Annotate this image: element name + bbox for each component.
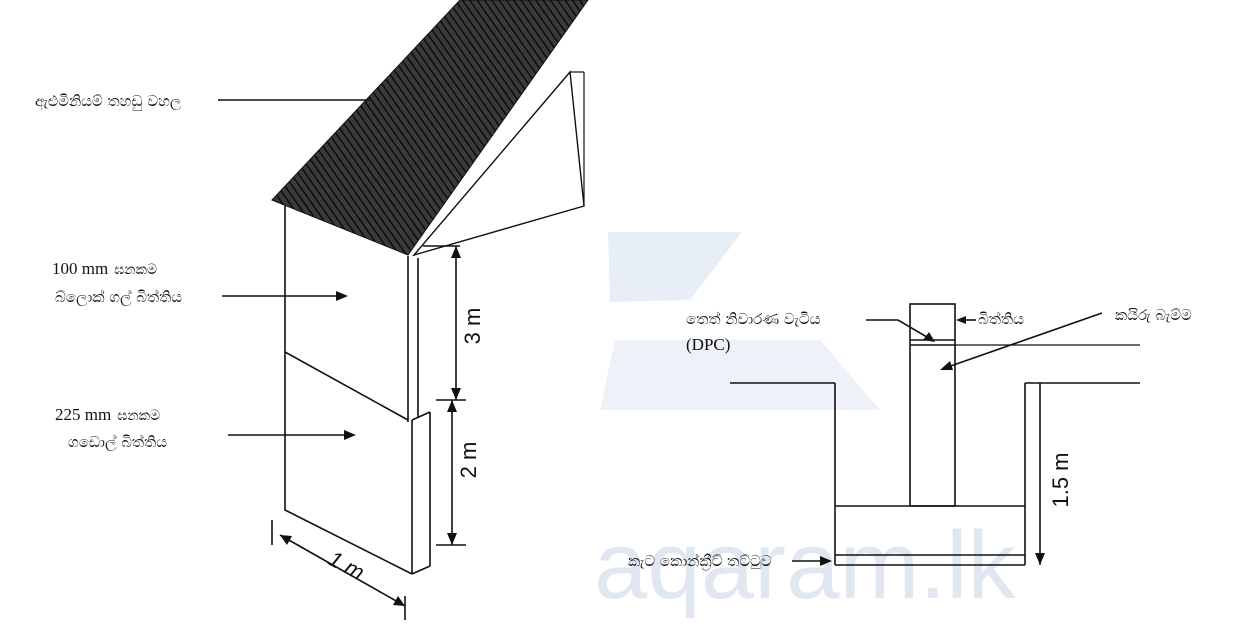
- label-brick-wall: ගඩොල් බිත්තිය: [68, 433, 167, 451]
- roof-gable-end: [411, 70, 585, 257]
- label-dpc-abbr: (DPC): [686, 335, 730, 354]
- roof-sheet: [271, 0, 589, 256]
- dim-trench-depth: 1.5 m: [1048, 452, 1073, 507]
- label-wall: බිත්තිය: [978, 310, 1024, 328]
- dim-width: 1 m: [324, 546, 368, 585]
- brick-wall-face: [284, 352, 413, 575]
- label-block-wall: බ්ලොක් ගල් බිත්තිය: [55, 288, 182, 306]
- foundation-section: 1.5 m: [730, 303, 1140, 566]
- label-roof: ඇළුමිනියම් තහඩු වහල: [35, 92, 182, 111]
- label-dpc: තෙත් නිවාරණ වැටිය: [686, 310, 821, 328]
- right-labels: තෙත් නිවාරණ වැටිය (DPC) බිත්තිය කයිරු බැ…: [628, 306, 1192, 571]
- dim-upper-height: 3 m: [460, 308, 485, 345]
- wall-section: [909, 303, 956, 507]
- label-bond: කයිරු බැම්ම: [1115, 306, 1192, 324]
- wall-isometric: 3 m 2 m 1 m: [271, 0, 589, 620]
- label-lean-concrete: කැට කොන්ක්‍රීට් තට්ටුව: [628, 552, 772, 571]
- dim-lower-height: 2 m: [456, 442, 481, 479]
